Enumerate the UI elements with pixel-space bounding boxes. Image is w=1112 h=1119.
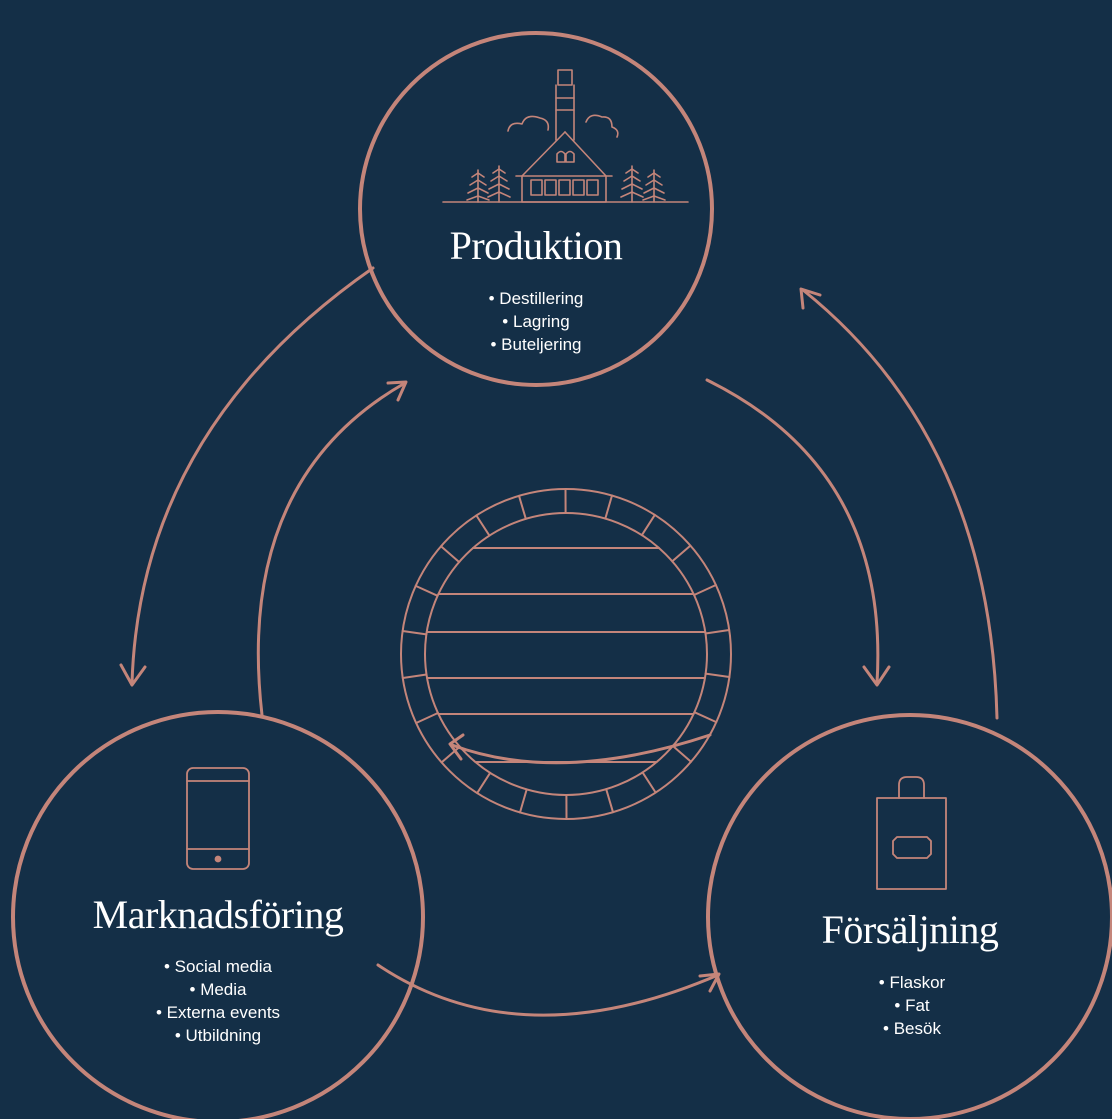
list-item: Flaskor [812,971,1012,994]
node-list-forsaljning: Flaskor Fat Besök [812,971,1012,1040]
node-circle-marknadsforing [11,710,425,1119]
node-circle-forsaljning [706,713,1112,1119]
barrel-rim-segment [671,544,692,563]
barrel-rim-segment [476,771,492,795]
barrel-rim-segment [475,514,491,537]
arrow-produktion-to-forsaljning [705,378,891,687]
barrel-rim-segment [605,788,614,814]
barrel-rim-segment [640,513,656,537]
list-item: Besök [812,1017,1012,1040]
connections [119,266,999,1017]
list-item: Buteljering [436,333,636,356]
distillery-icon [442,69,689,203]
shopping-bag-icon [876,776,947,890]
barrel-rim-segment [693,711,718,724]
barrel-rim-segment [440,545,461,563]
barrel-rim-segment [518,494,527,520]
arrow-forsaljning-to-produktion [799,287,999,720]
trees-left [466,165,511,203]
barrel-rim-segment [519,788,528,814]
arrow-marknadsforing-to-forsaljning [376,963,721,1017]
node-title-forsaljning: Försäljning [821,907,999,952]
list-item: Lagring [436,310,636,333]
smartphone-icon [186,767,250,870]
list-item: Media [118,978,318,1001]
barrel-rim-segment [671,745,692,763]
barrel-rim-segment [415,712,439,724]
node-circle-produktion [358,31,714,387]
list-item: Utbildning [118,1024,318,1047]
barrel-rim-segment [704,629,731,635]
barrel-rim-segment [414,584,439,597]
arrow-marknadsforing-to-produktion [256,380,408,717]
list-item: Social media [118,955,318,978]
list-item: Fat [812,994,1012,1017]
barrel-rim-segment [401,630,428,636]
trees-right [620,165,666,203]
barrel-rim-segment [401,673,428,679]
barrel-rim-segment [440,745,461,764]
arrow-produktion-to-marknadsforing [119,266,375,687]
list-item: Externa events [118,1001,318,1024]
barrel-icon [400,488,732,820]
node-list-produktion: Destillering Lagring Buteljering [436,287,636,356]
node-title-marknadsforing: Marknadsföring [92,892,344,937]
barrel-rim-segment [704,672,731,678]
node-list-marknadsforing: Social media Media Externa events Utbild… [118,955,318,1047]
node-title-produktion: Produktion [449,223,623,268]
barrel-rim-segment [693,584,717,596]
list-item: Destillering [436,287,636,310]
barrel-rim-segment [604,494,613,520]
barrel-rim-segment [641,771,657,794]
